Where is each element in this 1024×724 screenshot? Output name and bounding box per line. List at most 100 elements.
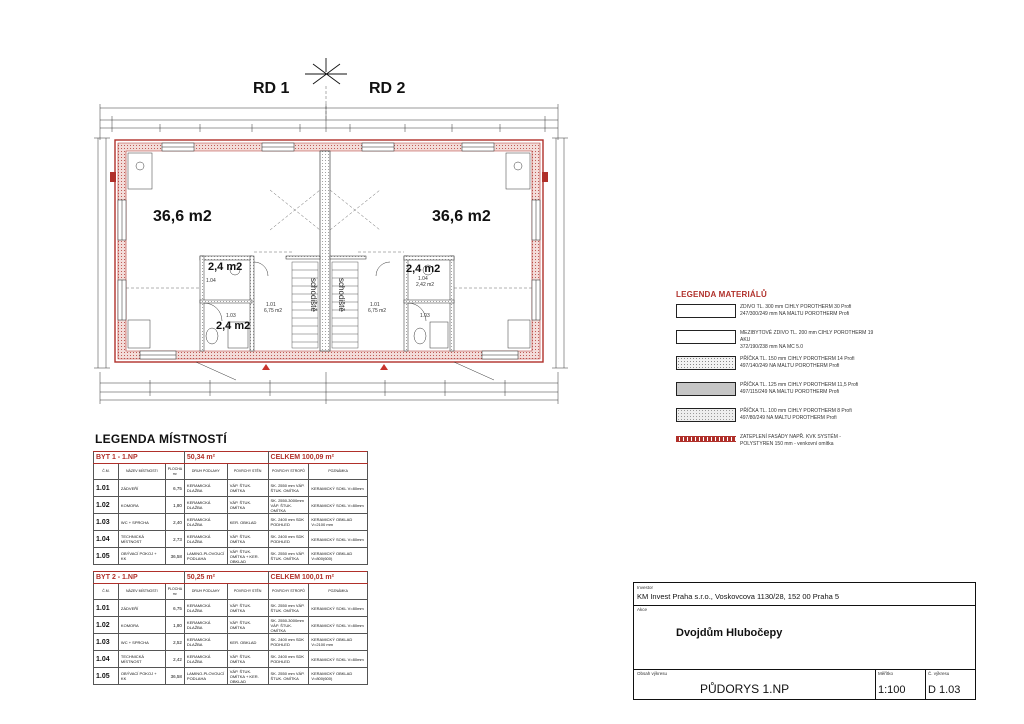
room-name: KOMORA <box>117 496 166 514</box>
table-row: 1.01 ZÁDVEŘÍ 6,75 KERAMICKÁ DLAŽBA VÁP. … <box>93 599 368 617</box>
column-header: POZNÁMKA <box>308 583 368 600</box>
room-tag: 2,42 m2 <box>416 282 435 288</box>
project-name: Dvojdům Hlubočepy <box>676 627 783 639</box>
room-tag: 1.03 <box>420 313 430 319</box>
room-area: 2,52 <box>164 633 185 651</box>
room-walls: VÁP. ŠTUK. OMÍTKA <box>226 599 269 617</box>
divider <box>925 669 926 700</box>
material-text: MEZIBYTOVÉ ZDIVO TL. 200 mm CIHLY POROTH… <box>740 330 874 350</box>
material-text: ZDIVO TL. 300 mm CIHLY POROTHERM 30 Prof… <box>740 304 852 317</box>
room-floor: KERAMICKÁ DLAŽBA <box>183 650 228 668</box>
column-header: Č.M. <box>93 463 119 480</box>
room-area: 2,73 <box>164 530 185 548</box>
room-area: 6,75 <box>164 479 185 497</box>
table-row: 1.05 OBÝVACÍ POKOJ + KK 36,58 LAMINO-PLO… <box>93 547 368 565</box>
windows-side <box>117 199 541 321</box>
room-area: 1,80 <box>164 616 185 634</box>
room-name: WC + SPRCHA <box>117 633 166 651</box>
room-note: KERAMICKÝ OBKLAD V=800(600) <box>308 667 368 685</box>
room-walls: VÁP. ŠTUK. OMÍTKA <box>226 616 269 634</box>
room-number: 1.05 <box>93 667 119 685</box>
table-row: 1.03 WC + SPRCHA 2,40 KERAMICKÁ DLAŽBA K… <box>93 513 368 531</box>
material-text: PŘÍČKA TL. 125 mm CIHLY POROTHERM 11,5 P… <box>740 382 859 395</box>
room-note: KERAMICKÝ SOKL V=80mm <box>308 496 368 514</box>
room-number: 1.02 <box>93 616 119 634</box>
material-row: PŘÍČKA TL. 125 mm CIHLY POROTHERM 11,5 P… <box>676 382 876 408</box>
column-header: NÁZEV MÍSTNOSTI <box>117 463 166 480</box>
unit-area: 50,25 m² <box>183 571 269 584</box>
room-area: 1,80 <box>164 496 185 514</box>
interior-partitions <box>199 255 455 352</box>
table-row: 1.05 OBÝVACÍ POKOJ + KK 36,58 LAMINO-PLO… <box>93 667 368 685</box>
material-swatch <box>676 408 736 422</box>
room-area: 2,42 <box>164 650 185 668</box>
projection-lines <box>126 189 532 289</box>
material-row: PŘÍČKA TL. 100 mm CIHLY POROTHERM 8 Prof… <box>676 408 876 434</box>
column-header: POVRCHY STROPŮ <box>267 583 310 600</box>
sheet-caption: Obsah výkresu <box>637 671 668 676</box>
side-dimensions <box>94 137 568 369</box>
room-note: KERAMICKÝ SOKL V=80mm <box>308 616 368 634</box>
rooms-table-byt2: BYT 2 - 1.NP 50,25 m² CELKEM 100,01 m² Č… <box>93 571 369 685</box>
door-swings <box>203 261 427 322</box>
corner-markers <box>110 172 548 182</box>
unit-name: BYT 1 - 1.NP <box>93 451 185 464</box>
materials-legend-title: LEGENDA MATERIÁLŮ <box>676 290 767 299</box>
material-swatch <box>676 356 736 370</box>
material-row: PŘÍČKA TL. 150 mm CIHLY POROTHERM 14 Pro… <box>676 356 876 382</box>
room-floor: KERAMICKÁ DLAŽBA <box>183 599 228 617</box>
area-tech-right: 2,4 m2 <box>406 263 441 275</box>
column-header: DRUH PODLAHY <box>183 463 228 480</box>
room-tag: 1.03 <box>226 313 236 319</box>
material-row: MEZIBYTOVÉ ZDIVO TL. 200 mm CIHLY POROTH… <box>676 330 876 356</box>
room-tag: 1.01 <box>266 302 276 308</box>
code-caption: Č. výkresu <box>928 671 950 676</box>
unit-header-row: BYT 2 - 1.NP 50,25 m² CELKEM 100,01 m² <box>93 571 369 584</box>
kitchen-counters <box>127 152 531 349</box>
room-note: KERAMICKÝ SOKL V=80mm <box>308 599 368 617</box>
room-floor: LAMINO-PLOVOUCÍ PODLAHA <box>183 547 228 565</box>
room-number: 1.04 <box>93 650 119 668</box>
unit-name: BYT 2 - 1.NP <box>93 571 185 584</box>
title-block: Investor KM Invest Praha s.r.o., Voskovc… <box>633 582 976 700</box>
table-row: 1.03 WC + SPRCHA 2,52 KERAMICKÁ DLAŽBA K… <box>93 633 368 651</box>
column-header-row: Č.M. NÁZEV MÍSTNOSTI PLOCHA m² DRUH PODL… <box>93 583 368 600</box>
top-dimensions <box>99 104 559 140</box>
column-header: NÁZEV MÍSTNOSTI <box>117 583 166 600</box>
room-floor: LAMINO-PLOVOUCÍ PODLAHA <box>183 667 228 685</box>
room-ceiling: SK. 2550 mm VÁP. ŠTUK. OMÍTKA <box>267 599 310 617</box>
material-text: PŘÍČKA TL. 150 mm CIHLY POROTHERM 14 Pro… <box>740 356 855 369</box>
room-ceiling: SK. 2550 mm VÁP. ŠTUK. OMÍTKA <box>267 479 310 497</box>
room-name: TECHNICKÁ MÍSTNOST <box>117 650 166 668</box>
unit-area: 50,34 m² <box>183 451 269 464</box>
room-floor: KERAMICKÁ DLAŽBA <box>183 513 228 531</box>
material-swatch <box>676 436 736 442</box>
area-wc-left: 2,4 m2 <box>216 320 251 332</box>
room-walls: VÁP. ŠTUK. OMÍTKA <box>226 496 269 514</box>
room-number: 1.03 <box>93 513 119 531</box>
room-number: 1.01 <box>93 479 119 497</box>
stairs <box>291 261 359 349</box>
room-floor: KERAMICKÁ DLAŽBA <box>183 633 228 651</box>
rooms-legend-title: LEGENDA MÍSTNOSTÍ <box>95 432 227 446</box>
room-walls: VÁP. ŠTUK. OMÍTKA <box>226 650 269 668</box>
room-walls: VÁP. ŠTUK. OMÍTKA + KER. OBKLAD <box>226 547 269 565</box>
divider <box>875 669 876 700</box>
room-ceiling: SK. 2550-3000mm VÁP. ŠTUK. OMÍTKA <box>267 616 310 634</box>
divider <box>634 669 975 670</box>
material-text: ZATEPLENÍ FASÁDY NAPŘ. KVK SYSTÉM - POLY… <box>740 434 841 447</box>
room-note: KERAMICKÝ OBKLAD V=800(600) <box>308 547 368 565</box>
room-number: 1.05 <box>93 547 119 565</box>
stair-label-right: schodiště <box>337 278 346 312</box>
room-ceiling: SK. 2400 mm SDK PODHLED <box>267 633 310 651</box>
column-header: PLOCHA m² <box>164 463 185 480</box>
rooms-table-byt1: BYT 1 - 1.NP 50,34 m² CELKEM 100,09 m² Č… <box>93 451 369 565</box>
investor-caption: Investor <box>637 585 654 590</box>
unit-total: CELKEM 100,01 m² <box>267 571 369 584</box>
room-name: TECHNICKÁ MÍSTNOST <box>117 530 166 548</box>
stair-label-left: schodiště <box>309 278 318 312</box>
investor: KM Invest Praha s.r.o., Voskovcova 1130/… <box>637 592 840 601</box>
area-living-right: 36,6 m2 <box>432 208 491 225</box>
column-header: PLOCHA m² <box>164 583 185 600</box>
